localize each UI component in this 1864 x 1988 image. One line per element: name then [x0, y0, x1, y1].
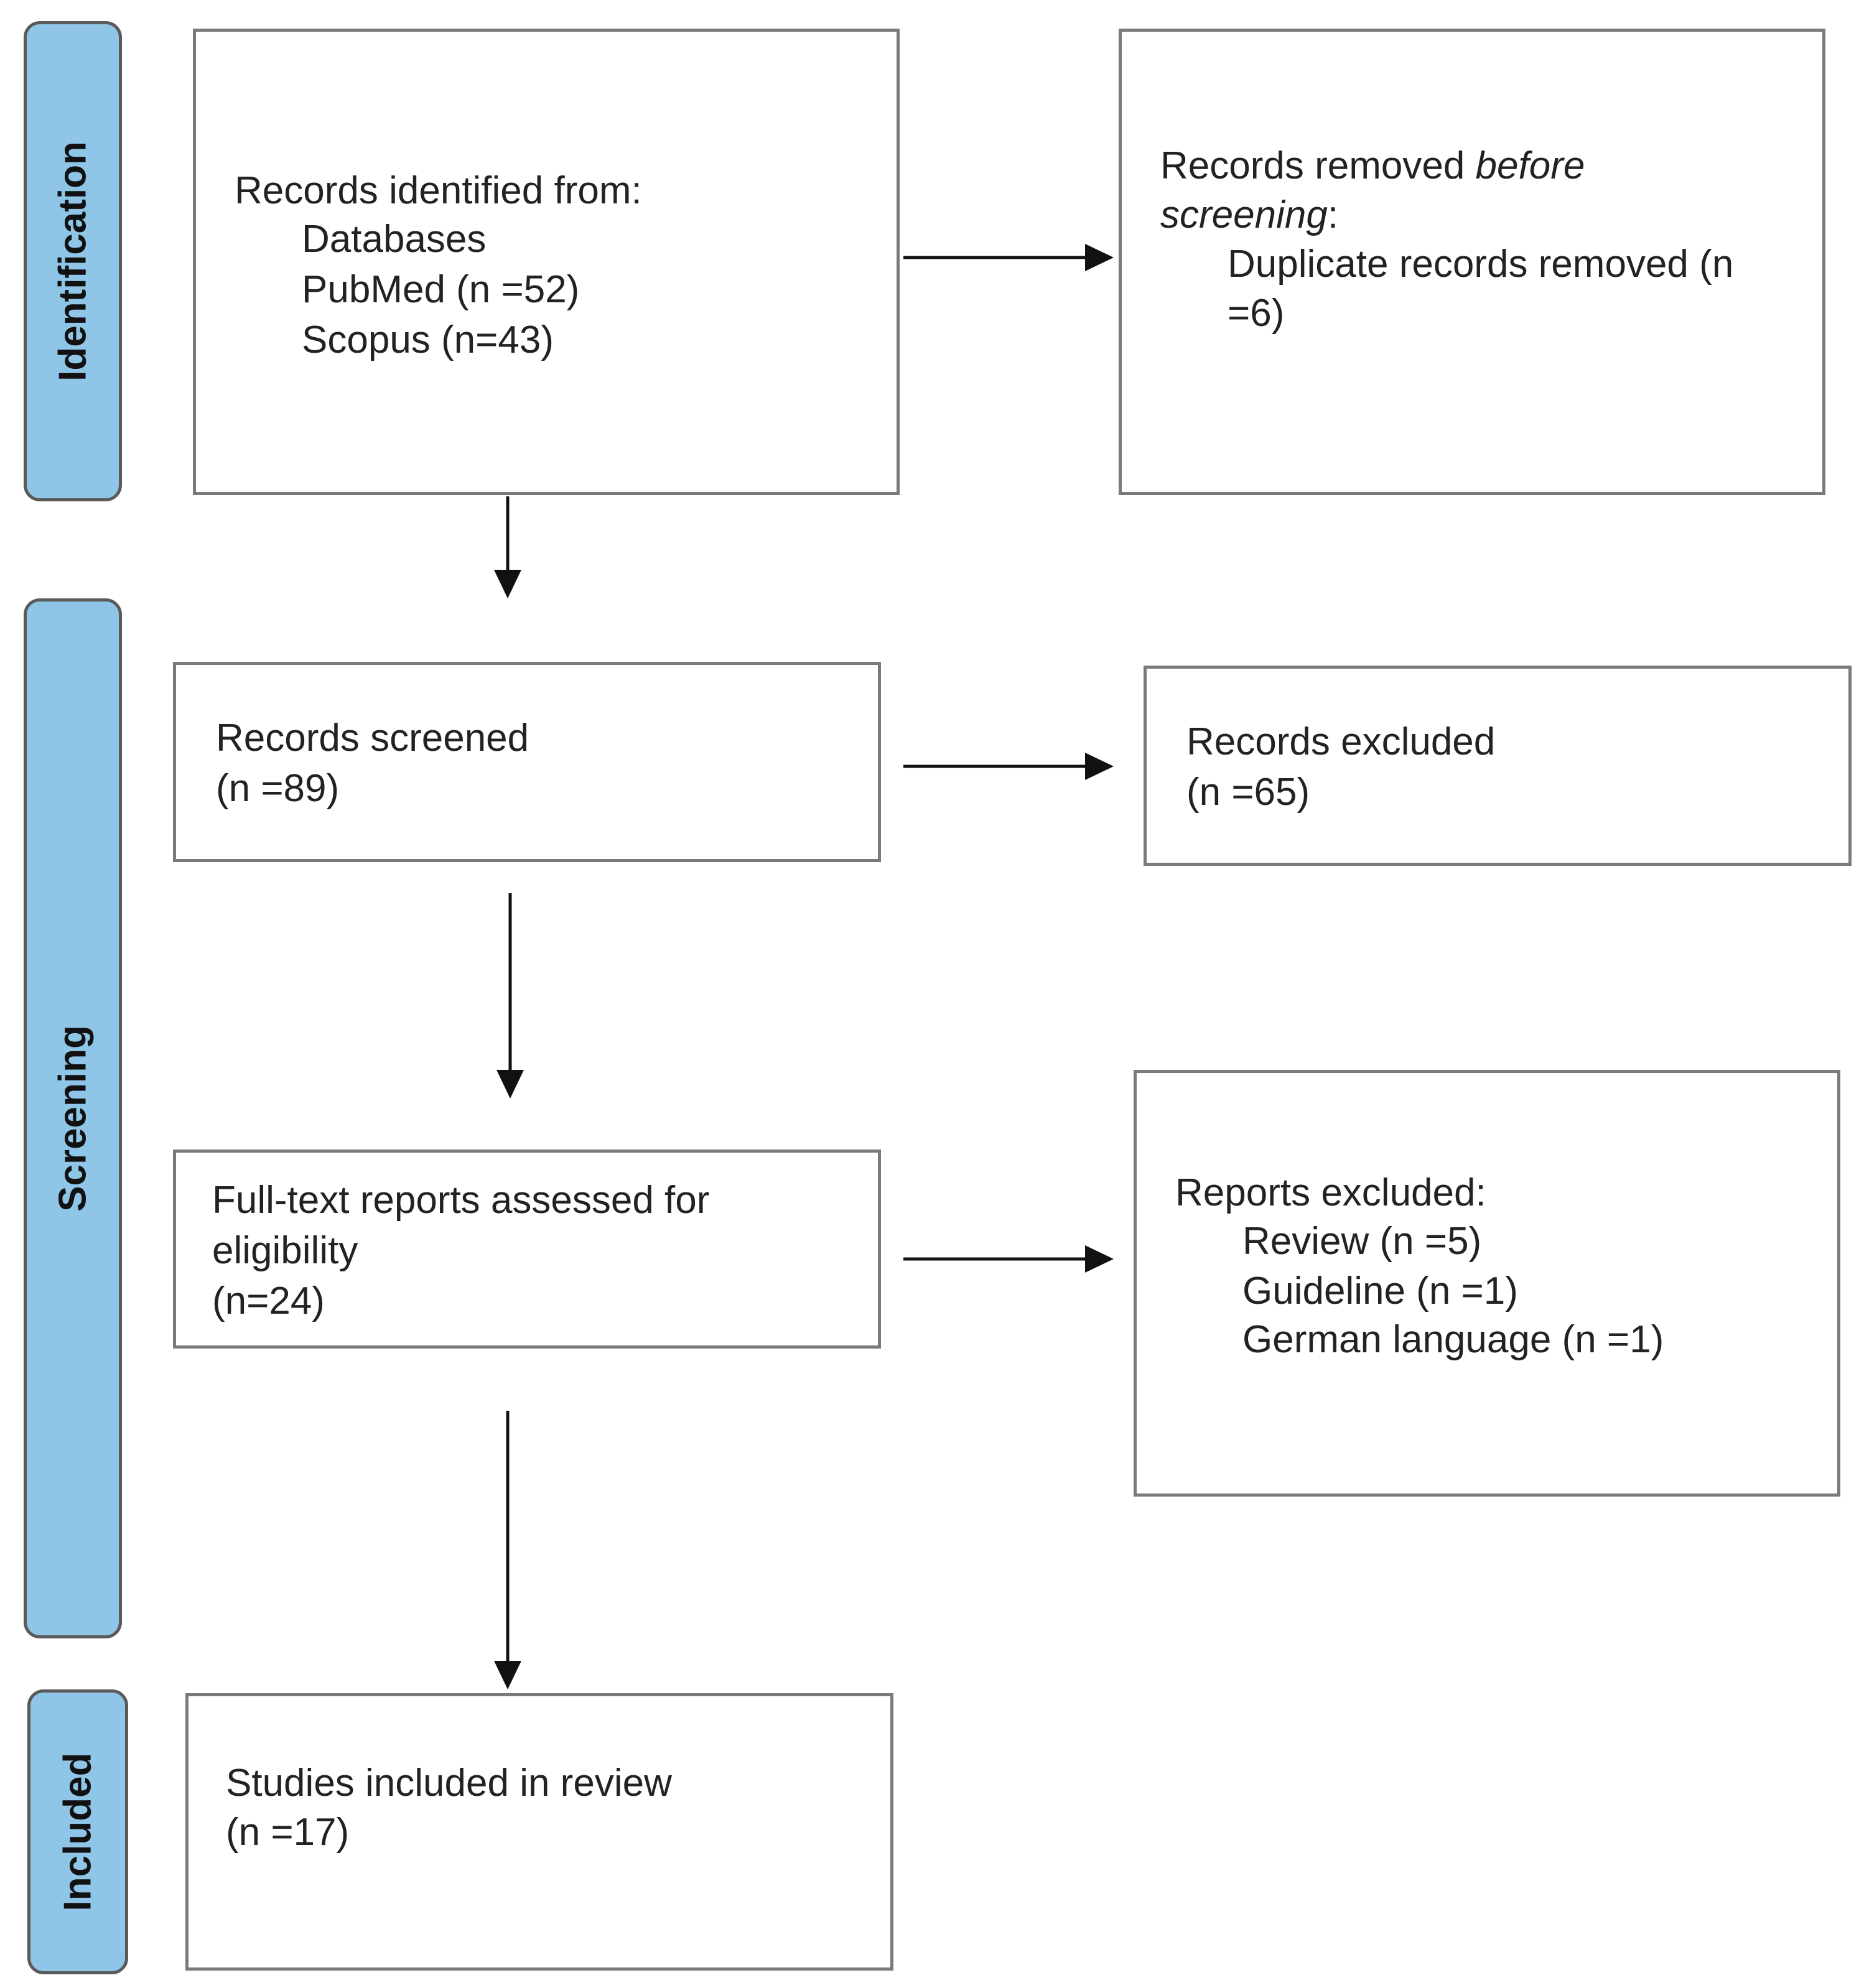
records-identified-heading: Records identified from:: [235, 169, 642, 212]
records-removed-heading: Records removed before: [1160, 144, 1585, 187]
phase-identification: Identification: [24, 21, 122, 501]
arrowhead-removed: [1085, 244, 1114, 271]
records-removed-box: Records removed before screening: Duplic…: [1119, 29, 1825, 495]
duplicates-removed-line2: =6): [1228, 292, 1285, 335]
phase-included: Included: [27, 1689, 128, 1974]
reports-excluded-box: Reports excluded: Review (n =5) Guidelin…: [1134, 1070, 1840, 1497]
records-excluded-count: (n =65): [1186, 771, 1310, 814]
studies-included-box: Studies included in review (n =17): [185, 1693, 893, 1971]
fulltext-count: (n=24): [212, 1280, 325, 1322]
fulltext-line2: eligibility: [212, 1229, 358, 1272]
studies-included-label: Studies included in review: [226, 1762, 672, 1805]
records-screened-label: Records screened: [216, 717, 529, 759]
review-count: Review (n =5): [1242, 1220, 1482, 1263]
arrowhead-screened: [494, 570, 521, 598]
scopus-count: Scopus (n=43): [302, 318, 554, 361]
pubmed-count: PubMed (n =52): [302, 268, 580, 311]
duplicates-removed-line1: Duplicate records removed (n: [1228, 243, 1734, 286]
guideline-count: Guideline (n =1): [1242, 1270, 1518, 1312]
fulltext-line1: Full-text reports assessed for: [212, 1179, 710, 1222]
studies-included-count: (n =17): [226, 1811, 350, 1854]
fulltext-reports-box: Full-text reports assessed for eligibili…: [173, 1150, 881, 1349]
records-excluded-label: Records excluded: [1186, 720, 1496, 763]
arrowhead-included: [494, 1661, 521, 1689]
records-screened-count: (n =89): [216, 767, 340, 810]
records-screened-box: Records screened (n =89): [173, 662, 881, 862]
records-excluded-box: Records excluded (n =65): [1144, 666, 1852, 866]
arrowhead-reports-excluded: [1085, 1245, 1114, 1273]
records-identified-box: Records identified from: Databases PubMe…: [193, 29, 900, 495]
reports-excluded-heading: Reports excluded:: [1175, 1171, 1486, 1214]
databases-label: Databases: [302, 218, 487, 261]
records-removed-heading-cont: screening:: [1160, 193, 1339, 236]
arrowhead-fulltext: [496, 1070, 524, 1099]
phase-screening: Screening: [24, 598, 122, 1638]
german-language-count: German language (n =1): [1242, 1318, 1664, 1361]
arrowhead-excluded: [1085, 753, 1114, 780]
